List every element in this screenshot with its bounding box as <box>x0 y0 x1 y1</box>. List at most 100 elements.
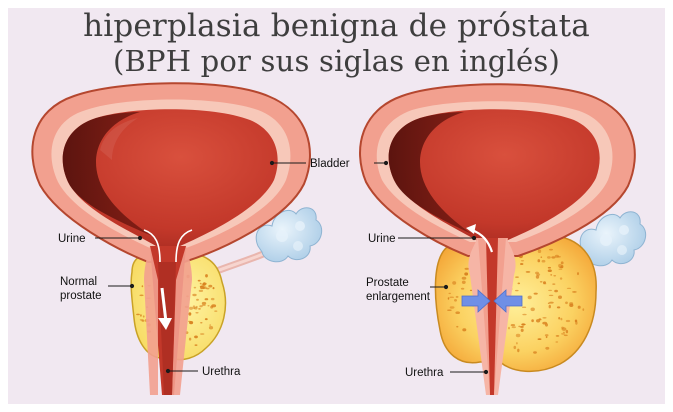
label-urethra-normal: Urethra <box>202 366 241 378</box>
prostate-texture-spot <box>572 291 577 293</box>
prostate-texture-spot <box>552 283 555 285</box>
prostate-texture-spot <box>200 283 202 285</box>
label-normal-prostate-1: Normal <box>60 276 97 288</box>
prostate-texture-spot <box>549 249 553 251</box>
prostate-texture-spot <box>195 344 198 346</box>
prostate-texture-spot <box>559 266 563 268</box>
prostate-texture-spot <box>526 271 531 273</box>
prostate-texture-spot <box>582 308 584 311</box>
prostate-texture-spot <box>557 256 561 258</box>
enlarged-diagram: Urine Prostate enlargement Urethra <box>360 84 646 395</box>
label-urine-normal: Urine <box>58 233 85 245</box>
prostate-texture-spot <box>549 305 551 309</box>
prostate-texture-spot <box>140 314 142 316</box>
prostate-texture-spot <box>189 307 193 310</box>
prostate-texture-spot <box>209 324 211 325</box>
prostate-texture-spot <box>512 326 516 328</box>
prostate-texture-spot <box>461 288 464 290</box>
prostate-texture-spot <box>560 277 562 279</box>
prostate-texture-spot <box>554 290 558 293</box>
prostate-texture-spot <box>203 286 207 289</box>
prostate-texture-spot <box>192 294 196 296</box>
prostate-texture-spot <box>566 320 570 322</box>
prostate-texture-spot <box>205 298 209 300</box>
prostate-texture-spot <box>541 256 543 258</box>
prostate-texture-spot <box>540 281 543 283</box>
prostate-texture-spot <box>511 324 515 326</box>
label-normal-prostate-2: prostate <box>60 290 102 302</box>
prostate-texture-spot <box>449 297 454 298</box>
prostate-texture-spot <box>139 295 143 297</box>
prostate-texture-spot <box>462 328 466 331</box>
prostate-texture-spot <box>535 272 539 275</box>
prostate-texture-spot <box>561 333 565 334</box>
prostate-texture-spot <box>521 329 524 332</box>
prostate-texture-spot <box>559 269 563 270</box>
prostate-texture-spot <box>205 318 208 320</box>
label-urine-enlarged: Urine <box>368 233 395 245</box>
prostate-texture-spot <box>520 326 524 328</box>
prostate-texture-spot <box>565 302 568 305</box>
prostate-texture-spot <box>213 287 215 289</box>
prostate-texture-spot <box>546 336 548 338</box>
prostate-texture-spot <box>142 285 144 287</box>
prostate-texture-spot <box>560 318 562 321</box>
prostate-texture-spot <box>538 338 542 340</box>
prostate-texture-spot <box>548 290 552 291</box>
prostate-texture-spot <box>557 306 560 308</box>
label-prostate-enlargement-1: Prostate <box>366 277 409 289</box>
prostate-texture-spot <box>214 311 217 312</box>
prostate-texture-spot <box>456 326 458 328</box>
prostate-texture-spot <box>448 297 450 299</box>
prostate-texture-spot <box>514 346 517 349</box>
prostate-texture-spot <box>515 277 519 278</box>
prostate-texture-spot <box>189 321 193 324</box>
normal-diagram: Bladder Urine Normal prostate Urethra <box>32 83 349 395</box>
prostate-texture-spot <box>448 293 451 294</box>
prostate-texture-spot <box>198 308 201 310</box>
prostate-texture-spot <box>543 281 546 284</box>
prostate-texture-spot <box>542 317 546 319</box>
prostate-texture-spot <box>208 305 210 306</box>
prostate-texture-spot <box>462 277 467 280</box>
prostate-texture-spot <box>516 334 521 337</box>
prostate-texture-spot <box>564 335 568 337</box>
prostate-texture-spot <box>143 315 145 317</box>
prostate-texture-spot <box>195 312 198 313</box>
prostate-texture-spot <box>536 275 539 279</box>
prostate-texture-spot <box>545 347 549 350</box>
prostate-texture-spot <box>578 306 581 309</box>
prostate-texture-spot <box>555 341 558 342</box>
prostate-texture-spot <box>464 272 468 275</box>
prostate-texture-spot <box>542 322 547 325</box>
prostate-texture-spot <box>200 333 204 335</box>
prostate-texture-spot <box>211 298 215 300</box>
prostate-texture-spot <box>136 314 140 316</box>
prostate-texture-spot <box>558 317 560 320</box>
prostate-texture-spot <box>208 285 212 288</box>
prostate-texture-spot <box>550 274 552 275</box>
prostate-texture-spot <box>522 307 526 308</box>
prostate-texture-spot <box>567 288 571 289</box>
prostate-texture-spot <box>522 314 526 316</box>
prostate-texture-spot <box>194 307 197 310</box>
prostate-texture-spot <box>456 296 459 298</box>
prostate-texture-spot <box>549 302 554 304</box>
prostate-texture-spot <box>548 267 551 269</box>
prostate-texture-spot <box>194 336 198 339</box>
prostate-texture-spot <box>198 280 201 282</box>
prostate-texture-spot <box>202 283 206 285</box>
prostate-texture-spot <box>563 332 565 333</box>
prostate-texture-spot <box>521 260 524 261</box>
prostate-texture-spot <box>205 274 208 277</box>
prostate-texture-spot <box>531 319 534 322</box>
prostate-texture-spot <box>522 323 525 325</box>
prostate-texture-spot <box>575 321 577 324</box>
prostate-texture-spot <box>189 313 191 315</box>
prostate-texture-spot <box>548 303 550 304</box>
prostate-texture-spot <box>196 299 199 301</box>
prostate-texture-spot <box>200 322 202 323</box>
prostate-texture-spot <box>202 304 206 306</box>
prostate-texture-spot <box>577 272 579 275</box>
